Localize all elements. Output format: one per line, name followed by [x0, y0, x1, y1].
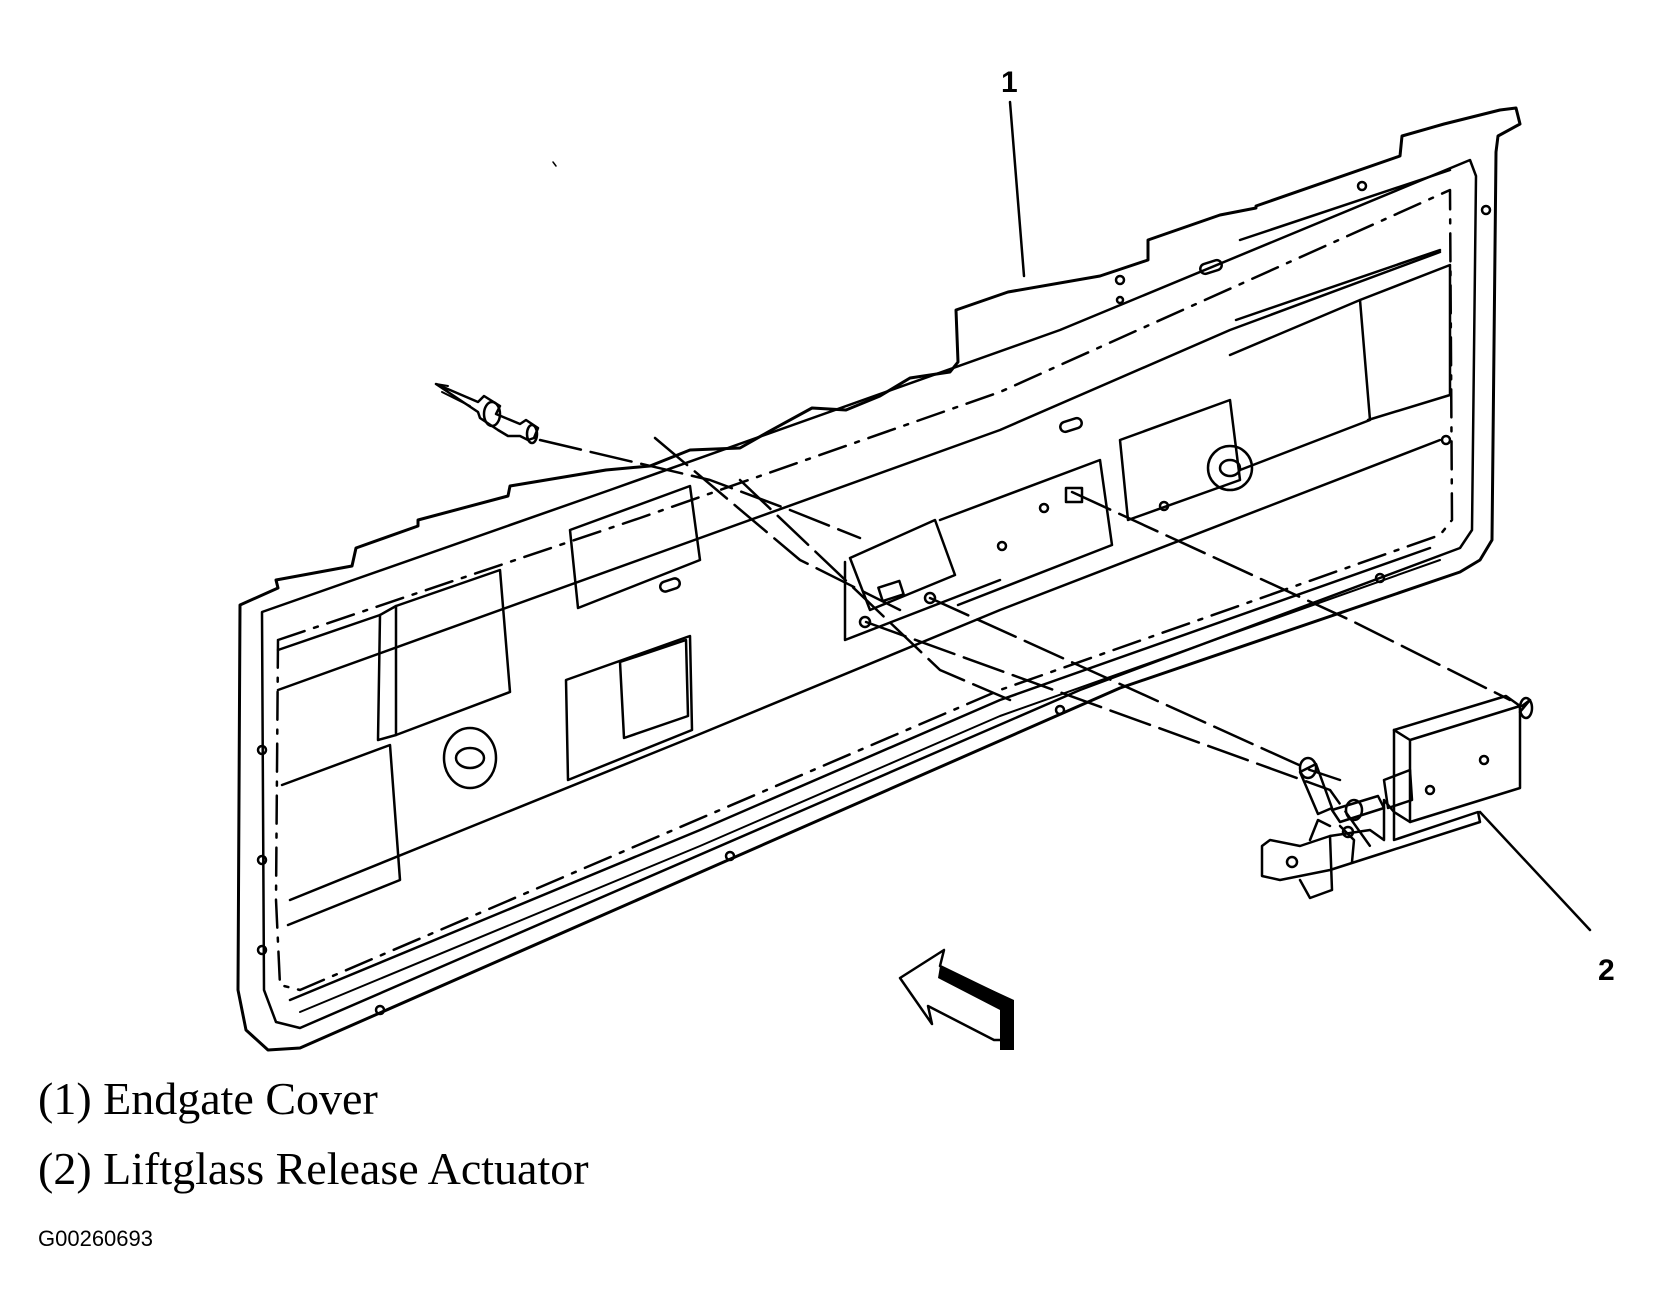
right-handle: [1206, 444, 1254, 492]
release-actuator: [1260, 694, 1534, 900]
seal-line: [274, 188, 1454, 992]
left-panel-b: [280, 743, 402, 927]
callout-label-2: 2: [1598, 954, 1615, 987]
figure-id: G00260693: [38, 1226, 153, 1251]
panel-divider-upper: [276, 250, 1442, 692]
left-pocket: [376, 604, 398, 742]
lower-rail-2: [299, 559, 1441, 1013]
left-panel-a: [276, 568, 512, 737]
endgate-cover-outline: [236, 106, 1522, 1052]
center-box: [564, 634, 694, 782]
legend-item-endgate-cover: (1) Endgate Cover: [38, 1073, 378, 1124]
panel-divider-lower: [288, 438, 1442, 902]
push-pin: [434, 382, 540, 442]
callout-2-leader: [1478, 810, 1592, 932]
callout-label-1: 1: [1001, 66, 1018, 99]
assembly-leaders: [538, 436, 1512, 848]
endgate-inner-rim: [260, 158, 1478, 1030]
legend-item-liftglass-release-actuator: (2) Liftglass Release Actuator: [38, 1143, 589, 1194]
callout-1-leader: [1008, 100, 1026, 278]
left-handle: [442, 726, 498, 790]
lower-rail: [288, 546, 1432, 1002]
